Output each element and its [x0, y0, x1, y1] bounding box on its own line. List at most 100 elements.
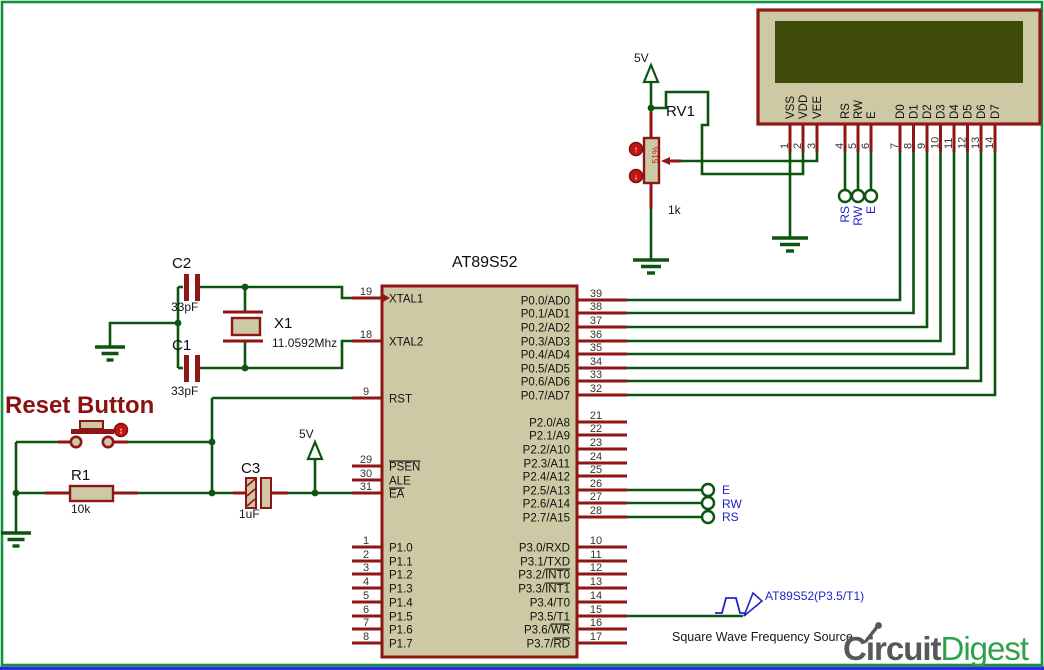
lcd-pin-name: D7	[990, 104, 1002, 119]
terminal-circle	[850, 188, 866, 204]
chip-pin-number: 32	[590, 383, 602, 395]
crystal-ref: X1	[274, 315, 292, 332]
lcd-pin-number: 11	[943, 138, 955, 149]
chip-pin-number: 27	[590, 491, 602, 503]
chip-pin-label: P2.2/A10	[523, 445, 570, 457]
net-label-e: E	[722, 483, 730, 497]
chip-pin-label: XTAL2	[389, 337, 423, 349]
net-label-rs: RS	[722, 510, 739, 524]
capacitor-c3: C3 1uF	[233, 460, 288, 521]
lcd-pin-number: 1	[779, 143, 791, 149]
chip-pin-label: RST	[389, 394, 412, 406]
pointer-triangle-icon	[743, 591, 764, 617]
chip-pin-number: 13	[590, 576, 602, 588]
chip-pin-label: P3.2/INT0	[518, 570, 570, 582]
probe-icon	[864, 622, 882, 643]
lcd-pin-name: VDD	[798, 95, 810, 119]
lcd-pin-name: D5	[963, 104, 975, 119]
square-wave-icon	[715, 597, 745, 614]
chip-pin-label: PSEN	[389, 462, 420, 474]
control-terminals: E RW RS	[700, 482, 742, 525]
chip-pin-number: 33	[590, 369, 602, 381]
reset-button-label: Reset Button	[5, 392, 154, 419]
lcd-net-label: RW	[851, 205, 865, 225]
power-5v-reset: 5V	[299, 427, 324, 461]
lcd-pin-name: D0	[895, 104, 907, 119]
ground-icon	[1, 531, 31, 548]
chip-pin-number: 38	[590, 301, 602, 313]
chip-pin-number: 31	[360, 481, 372, 493]
lcd-pin-number: 12	[957, 137, 969, 149]
chip-pin-label: P0.5/AD5	[521, 364, 570, 376]
down-arrow-icon: ↓	[634, 172, 639, 182]
ground-icon	[95, 345, 125, 362]
chip-pin-number: 15	[590, 604, 602, 616]
pot-decrement-button[interactable]: ↓	[628, 168, 644, 184]
terminal-circle	[700, 509, 716, 525]
lcd-pin-number: 8	[903, 143, 915, 149]
terminal-circle	[700, 495, 716, 511]
lcd-pin-number: 6	[860, 143, 872, 149]
pot-setting: 51%	[650, 146, 660, 163]
lcd-pin-name: RW	[853, 100, 865, 119]
lcd-module: VSS1VDD2VEE3RS4RW5E6D07D18D29D310D411D51…	[756, 8, 1042, 226]
chip-pin-number: 1	[363, 535, 369, 547]
chip-pin-number: 6	[363, 604, 369, 616]
bottom-edge-line	[0, 666, 1044, 670]
lcd-pin-number: 13	[970, 137, 982, 149]
chip-pin-label: EA	[389, 489, 405, 501]
lcd-pin-number: 3	[806, 143, 818, 149]
chip-pin-label: P2.0/A8	[529, 418, 570, 430]
button-toggle[interactable]: ↕	[113, 422, 129, 438]
chip-pin-number: 18	[360, 329, 372, 341]
pot-body	[642, 136, 661, 185]
button-cap[interactable]	[79, 420, 104, 430]
chip-pin-number: 19	[360, 286, 372, 298]
chip-pin-label: ALE	[389, 476, 411, 488]
circuitdigest-logo: CircuitDigest	[843, 622, 1030, 667]
pot-ref: RV1	[666, 103, 695, 120]
chip-pin-number: 23	[590, 437, 602, 449]
chip-title: AT89S52	[452, 254, 518, 271]
chip-pins: 19XTAL118XTAL29RST29PSEN30ALE31EA1P1.02P…	[352, 286, 627, 651]
resistor-value: 10k	[71, 502, 91, 516]
chip-pin-number: 16	[590, 617, 602, 629]
supply-label: 5V	[299, 427, 314, 441]
chip-pin-label: P2.3/A11	[524, 459, 570, 471]
chip-pin-number: 37	[590, 315, 602, 327]
chip-pin-number: 36	[590, 329, 602, 341]
terminal-circle	[700, 482, 716, 498]
chip-pin-number: 11	[590, 549, 601, 561]
push-button: ↕	[58, 420, 129, 449]
capacitor-c2: C2 33pF	[171, 255, 200, 314]
chip-pin-number: 17	[590, 631, 602, 643]
lcd-pins: VSS1VDD2VEE3RS4RW5E6D07D18D29D310D411D51…	[779, 95, 1002, 152]
supply-label: 5V	[634, 51, 649, 65]
cap-value: 33pF	[171, 384, 198, 398]
chip-pin-label: P3.7/RD	[527, 639, 570, 651]
ground-icon	[772, 236, 808, 253]
chip-pin-number: 8	[363, 631, 369, 643]
pot-wiper-arrow	[661, 157, 670, 165]
pot-increment-button[interactable]: ↑	[628, 141, 644, 157]
chip-pin-label: P1.6	[389, 625, 413, 637]
crystal-body	[230, 316, 262, 337]
crystal-x1: X1 11.0592Mhz	[223, 310, 337, 350]
chip-pin-label: P0.6/AD6	[521, 377, 570, 389]
chip-pin-number: 5	[363, 590, 369, 602]
lcd-pin-name: D1	[909, 104, 921, 119]
annotation-label: AT89S52(P3.5/T1)	[765, 589, 864, 603]
lcd-pin-number: 10	[930, 137, 942, 149]
updown-arrow-icon: ↕	[119, 426, 124, 436]
chip-pin-number: 4	[363, 576, 369, 588]
chip-pin-number: 39	[590, 288, 602, 300]
resistor-body	[68, 484, 115, 503]
lcd-screen	[775, 21, 1023, 83]
lcd-pin-number: 9	[916, 143, 928, 149]
lcd-pin-number: 5	[847, 143, 859, 149]
chip-pin-number: 26	[590, 478, 602, 490]
chip-pin-number: 28	[590, 505, 602, 517]
crystal-value: 11.0592Mhz	[272, 336, 337, 350]
